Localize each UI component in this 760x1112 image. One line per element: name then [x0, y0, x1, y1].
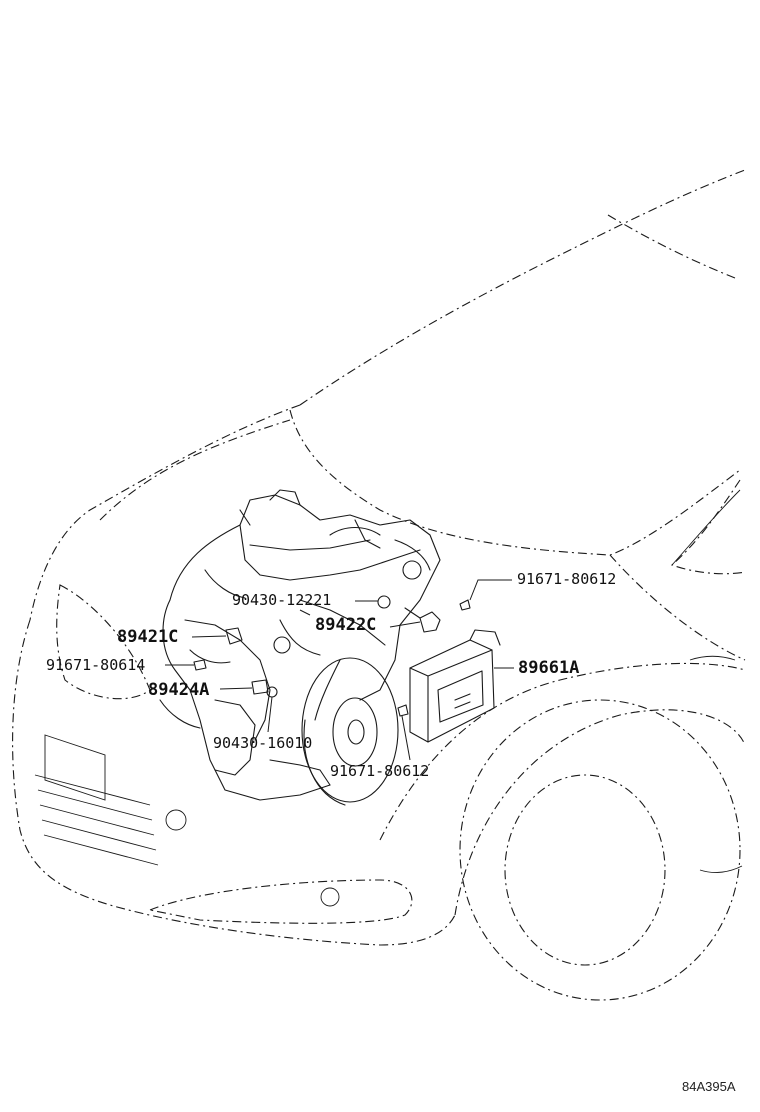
car-body-outline: [12, 169, 746, 1001]
leader-lines: [165, 579, 514, 761]
part-callout[interactable]: 91671-80612: [517, 570, 617, 588]
part-callout[interactable]: 90430-12221: [232, 591, 332, 609]
part-callout[interactable]: 90430-16010: [213, 734, 313, 752]
engine-assembly: [159, 489, 441, 801]
sensor-parts: [193, 595, 471, 717]
part-callout[interactable]: 91671-80614: [46, 656, 146, 674]
part-callout[interactable]: 89424A: [148, 680, 210, 700]
engine-ecu: [409, 629, 501, 743]
part-callout[interactable]: 89422C: [315, 615, 377, 635]
flywheel: [301, 657, 399, 806]
illustration-code: 84A395A: [682, 1079, 736, 1094]
part-callout[interactable]: 89661A: [518, 658, 580, 678]
part-callout[interactable]: 91671-80612: [330, 762, 430, 780]
part-callout[interactable]: 89421C: [117, 627, 179, 647]
